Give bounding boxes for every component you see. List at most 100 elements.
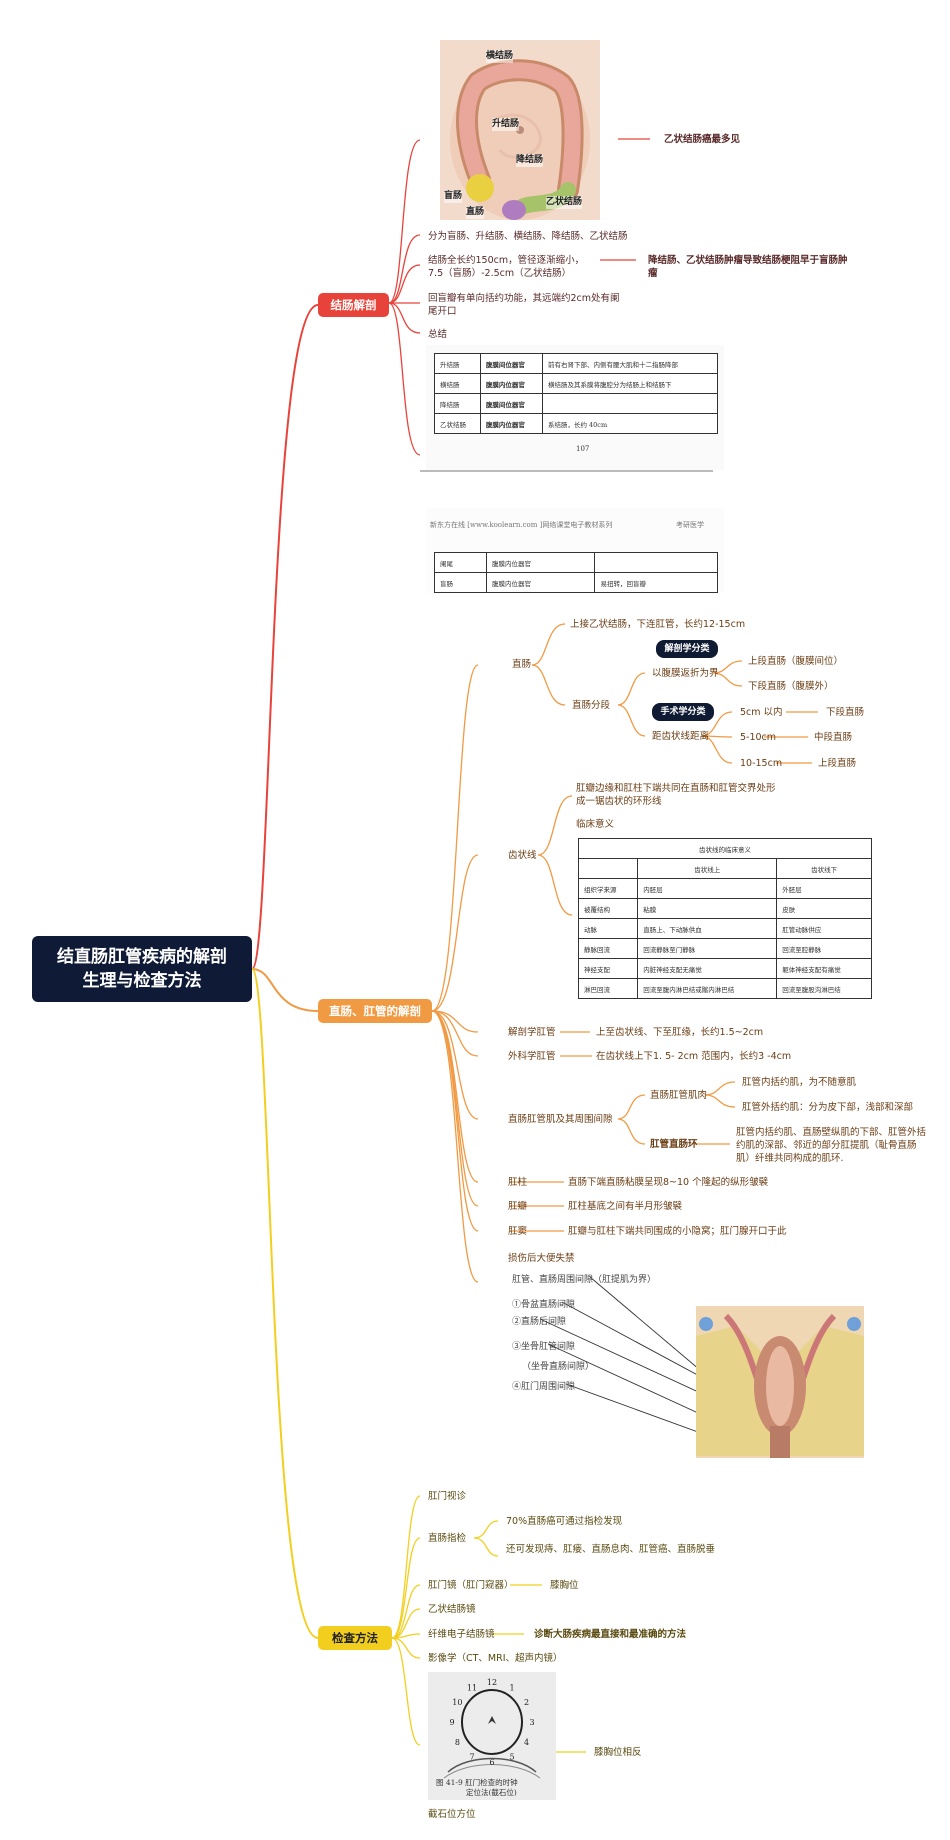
dentate-table-cell: 被覆结构 xyxy=(577,898,639,919)
distance-1: 5cm 以内 xyxy=(740,707,783,718)
clock-number: 10 xyxy=(452,1698,462,1707)
distance-1-result: 下段直肠 xyxy=(826,707,865,718)
surgical-classification-badge: 手术学分类 xyxy=(652,703,714,721)
upper-rectum-peritoneal: 上段直肠（腹膜间位） xyxy=(748,656,844,667)
reference-table-cell: 腹膜内位器官 xyxy=(486,552,596,573)
dentate-table-head-cell: 齿状线上 xyxy=(637,858,778,879)
distance-2-result: 中段直肠 xyxy=(814,732,853,743)
clock-number: 11 xyxy=(467,1683,477,1692)
sigmoidoscopy: 乙状结肠镜 xyxy=(428,1604,476,1615)
node-anal-columns: 肛柱 xyxy=(508,1177,528,1188)
dentate-table-cell: 组织学来源 xyxy=(577,878,639,899)
colon-illustration: 横结肠 升结肠 降结肠 盲肠 直肠 乙状结肠 xyxy=(440,40,600,220)
reference-table-row: 盲肠腹膜内位器官易扭转，回盲瓣 xyxy=(433,572,718,593)
dentate-description: 肛瓣边缘和肛柱下端共同在直肠和肛管交界处形成一锯齿状的环形线 xyxy=(576,783,776,807)
dre-other-findings: 还可发现痔、肛瘘、直肠息肉、肛管癌、直肠脱垂 xyxy=(506,1544,716,1555)
rectum-connection: 上接乙状结肠，下连肛管，长约12-15cm xyxy=(570,619,746,630)
summary-table-row: 乙状结肠腹膜内位器官系结肠，长约 40cm xyxy=(434,413,719,434)
clock-number: 1 xyxy=(509,1683,514,1692)
dentate-table-head-cell xyxy=(577,858,639,879)
label-rectum: 直肠 xyxy=(466,206,485,219)
space-1: ①骨盆直肠间隙 xyxy=(512,1300,576,1310)
dentate-table: 齿状线的临床意义齿状线上齿状线下组织学来源内胚层外胚层被覆结构粘膜皮肤动脉直肠上… xyxy=(577,838,872,999)
internal-sphincter: 肛管内括约肌，为不随意肌 xyxy=(742,1077,857,1088)
section-examination-methods[interactable]: 检查方法 xyxy=(318,1626,392,1650)
anoscopy: 肛门镜（肛门窥器） xyxy=(428,1580,514,1591)
summary-table-cell: 腹膜间位器官 xyxy=(479,393,543,414)
node-dentate-line: 齿状线 xyxy=(508,850,537,861)
reference-table-cell: 易扭转，回盲瓣 xyxy=(594,572,718,593)
node-anorectal-ring: 肛管直肠环 xyxy=(650,1139,698,1150)
summary-table-panel: 升结肠腹膜间位器官前有右肾下部、内侧有腰大肌和十二指肠降部横结肠腹膜内位器官横结… xyxy=(426,345,724,470)
reference-table: 阑尾腹膜内位器官盲肠腹膜内位器官易扭转，回盲瓣 xyxy=(433,552,718,593)
clinical-significance: 临床意义 xyxy=(576,819,615,830)
label-descending-colon: 降结肠 xyxy=(516,154,544,167)
summary-table-cell: 腹膜间位器官 xyxy=(479,353,543,374)
peritoneal-reflection: 以腹膜返折为界 xyxy=(652,668,719,679)
dentate-table-cell: 动脉 xyxy=(577,918,639,939)
dentate-table-cell: 回流至腹股沟淋巴结 xyxy=(776,978,872,999)
external-sphincter: 肛管外括约肌：分为皮下部，浅部和深部 xyxy=(742,1102,914,1113)
clock-caption-1: 图 41-9 肛门检查的时钟 xyxy=(436,1778,518,1787)
dentate-table-row: 静脉回流回流静脉至门静脉回流至腔静脉 xyxy=(577,938,872,959)
dentate-table-row: 动脉直肠上、下动脉供血肛管动脉供应 xyxy=(577,918,872,939)
anal-columns-text: 直肠下端直肠粘膜呈现8~10 个隆起的纵形皱襞 xyxy=(568,1177,769,1188)
node-anal-sinus: 肛窦 xyxy=(508,1226,528,1237)
colonoscopy: 纤维电子结肠镜 xyxy=(428,1629,495,1640)
colon-length-note: 降结肠、乙状结肠肿瘤导致结肠梗阻早于盲肠肿瘤 xyxy=(648,255,848,279)
clock-number: 9 xyxy=(449,1718,454,1727)
distance-dentate: 距齿状线距离 xyxy=(652,731,710,742)
digital-rectal-exam: 直肠指检 xyxy=(428,1533,467,1544)
summary-table-row: 升结肠腹膜间位器官前有右肾下部、内侧有腰大肌和十二指肠降部 xyxy=(434,353,719,374)
label-sigmoid-colon: 乙状结肠 xyxy=(546,196,583,209)
reference-table-row: 阑尾腹膜内位器官 xyxy=(433,552,718,573)
dentate-table-cell: 外胚层 xyxy=(776,878,872,899)
label-transverse-colon: 横结肠 xyxy=(486,50,514,63)
clock-note: 膝胸位相反 xyxy=(594,1747,642,1758)
clock-caption-2: 定位法(截石位) xyxy=(466,1788,517,1797)
clock-number: 8 xyxy=(455,1738,460,1747)
space-2: ②直肠后间隙 xyxy=(512,1317,567,1327)
dentate-table-cell: 直肠上、下动脉供血 xyxy=(637,918,778,939)
distance-3-result: 上段直肠 xyxy=(818,758,857,769)
lithotomy-label: 截石位方位 xyxy=(428,1809,476,1820)
dentate-table-cell: 静脉回流 xyxy=(577,938,639,959)
clock-number: 12 xyxy=(487,1678,497,1687)
dentate-table-cell: 回流静脉至门静脉 xyxy=(637,938,778,959)
dentate-table-cell: 淋巴回流 xyxy=(577,978,639,999)
section-rectum-anal-anatomy[interactable]: 直肠、肛管的解剖 xyxy=(318,999,432,1023)
anatomical-classification-badge: 解剖学分类 xyxy=(656,640,718,658)
clock-number: 4 xyxy=(524,1738,529,1747)
spaces-title: 肛管、直肠周围间隙（肛提肌为界） xyxy=(512,1275,657,1285)
clock-number: 3 xyxy=(529,1718,534,1727)
dentate-table-panel: 齿状线的临床意义齿状线上齿状线下组织学来源内胚层外胚层被覆结构粘膜皮肤动脉直肠上… xyxy=(577,838,874,1008)
dentate-table-title: 齿状线的临床意义 xyxy=(578,838,872,859)
summary-table-cell: 升结肠 xyxy=(434,353,481,374)
rectum-segments: 直肠分段 xyxy=(572,700,611,711)
page-number: 107 xyxy=(576,445,590,453)
clock-number: 7 xyxy=(469,1753,474,1762)
summary-table-row: 降结肠腹膜间位器官 xyxy=(434,393,719,414)
colonoscopy-note: 诊断大肠疾病最直接和最准确的方法 xyxy=(534,1629,687,1640)
space-3-alt: （坐骨直肠间隙） xyxy=(522,1362,595,1372)
section-colon-anatomy[interactable]: 结肠解剖 xyxy=(318,293,389,317)
distance-2: 5-10cm xyxy=(740,732,777,743)
image-note: 乙状结肠癌最多见 xyxy=(664,134,741,145)
dentate-table-head-cell: 齿状线下 xyxy=(776,858,872,879)
summary-table-cell: 腹膜内位器官 xyxy=(479,373,543,394)
dentate-table-cell: 皮肤 xyxy=(776,898,872,919)
summary-table: 升结肠腹膜间位器官前有右肾下部、内侧有腰大肌和十二指肠降部横结肠腹膜内位器官横结… xyxy=(434,353,719,434)
root-node[interactable]: 结直肠肛管疾病的解剖 生理与检查方法 xyxy=(32,936,252,1002)
anal-valves-text: 肛柱基底之间有半月形皱襞 xyxy=(568,1201,683,1212)
reference-table-cell: 腹膜内位器官 xyxy=(486,572,596,593)
anal-inspection: 肛门视诊 xyxy=(428,1491,467,1502)
pelvic-spaces-illustration xyxy=(696,1306,864,1458)
imaging: 影像学（CT、MRI、超声内镜） xyxy=(428,1653,563,1664)
dentate-table-title-row: 齿状线的临床意义 xyxy=(578,838,872,859)
summary-label: 总结 xyxy=(428,329,448,340)
anorectal-ring-text: 肛管内括约肌、直肠壁纵肌的下部、肛管外括约肌的深部、邻近的部分肛提肌（耻骨直肠肌… xyxy=(736,1127,927,1164)
label-cecum: 盲肠 xyxy=(444,190,463,203)
anatomical-anal-canal-text: 上至齿状线、下至肛缘，长约1.5~2cm xyxy=(596,1027,764,1038)
dentate-table-row: 淋巴回流回流至腹内淋巴结或髂内淋巴结回流至腹股沟淋巴结 xyxy=(577,978,872,999)
